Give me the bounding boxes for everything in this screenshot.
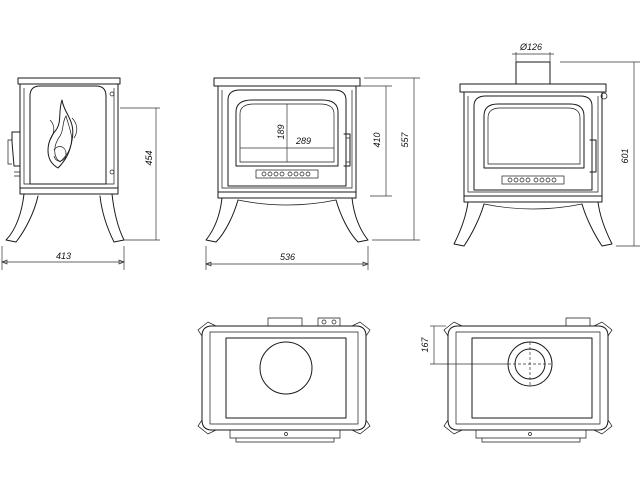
side-height-dimension — [120, 107, 160, 241]
top-view-rear: 167 — [420, 317, 613, 443]
top-view-center — [197, 317, 371, 443]
flue-view-air-control — [501, 175, 565, 185]
front-view: 189 289 536 — [205, 77, 420, 270]
front-height-557-label: 557 — [400, 132, 410, 148]
flue-diameter-label: Ø126 — [519, 42, 542, 52]
front-height-dimensions — [360, 77, 420, 241]
flue-view: Ø126 601 — [453, 42, 640, 247]
front-height-410-label: 410 — [372, 132, 382, 147]
rear-offset-label: 167 — [420, 337, 430, 353]
air-control-slider — [255, 169, 319, 179]
glass-height-label: 189 — [276, 124, 286, 139]
flame-motif-icon — [47, 99, 78, 169]
side-view: 413 454 — [1, 77, 160, 270]
side-width-label: 413 — [56, 251, 71, 261]
side-height-label: 454 — [144, 150, 154, 165]
front-width-label: 536 — [280, 252, 295, 262]
flue-height-label: 601 — [620, 148, 630, 163]
side-width-dimension — [1, 246, 125, 270]
glass-width-label: 289 — [295, 136, 311, 146]
front-width-dimension — [205, 246, 369, 270]
